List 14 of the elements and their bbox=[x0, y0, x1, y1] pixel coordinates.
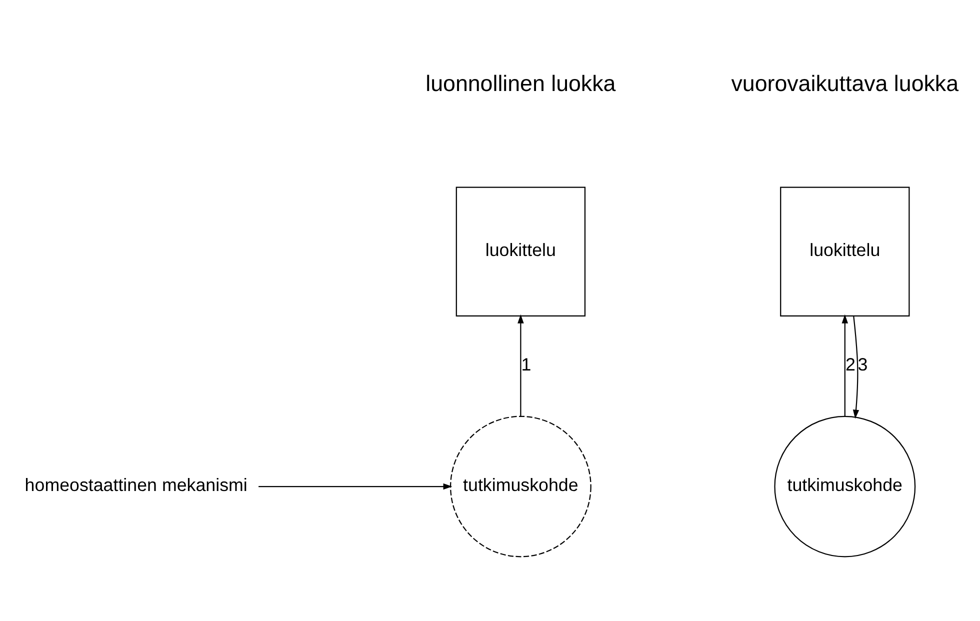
node-box: luokittelu bbox=[455, 186, 586, 316]
node-circle: tutkimuskohde bbox=[449, 415, 591, 557]
edge-label: 2 bbox=[845, 354, 855, 374]
node-box: luokittelu bbox=[780, 186, 910, 316]
arrow bbox=[852, 316, 859, 418]
node-circle: tutkimuskohde bbox=[774, 415, 916, 557]
arrow bbox=[841, 314, 848, 416]
arrow bbox=[517, 314, 524, 416]
label: luonnollinen luokka bbox=[425, 70, 616, 96]
edge-label: 3 bbox=[857, 354, 868, 374]
arrow bbox=[258, 482, 452, 490]
label: vuorovaikuttava luokka bbox=[730, 70, 958, 96]
node-text: homeostaattinen mekanismi bbox=[24, 474, 247, 494]
edge-label: 1 bbox=[520, 354, 531, 374]
